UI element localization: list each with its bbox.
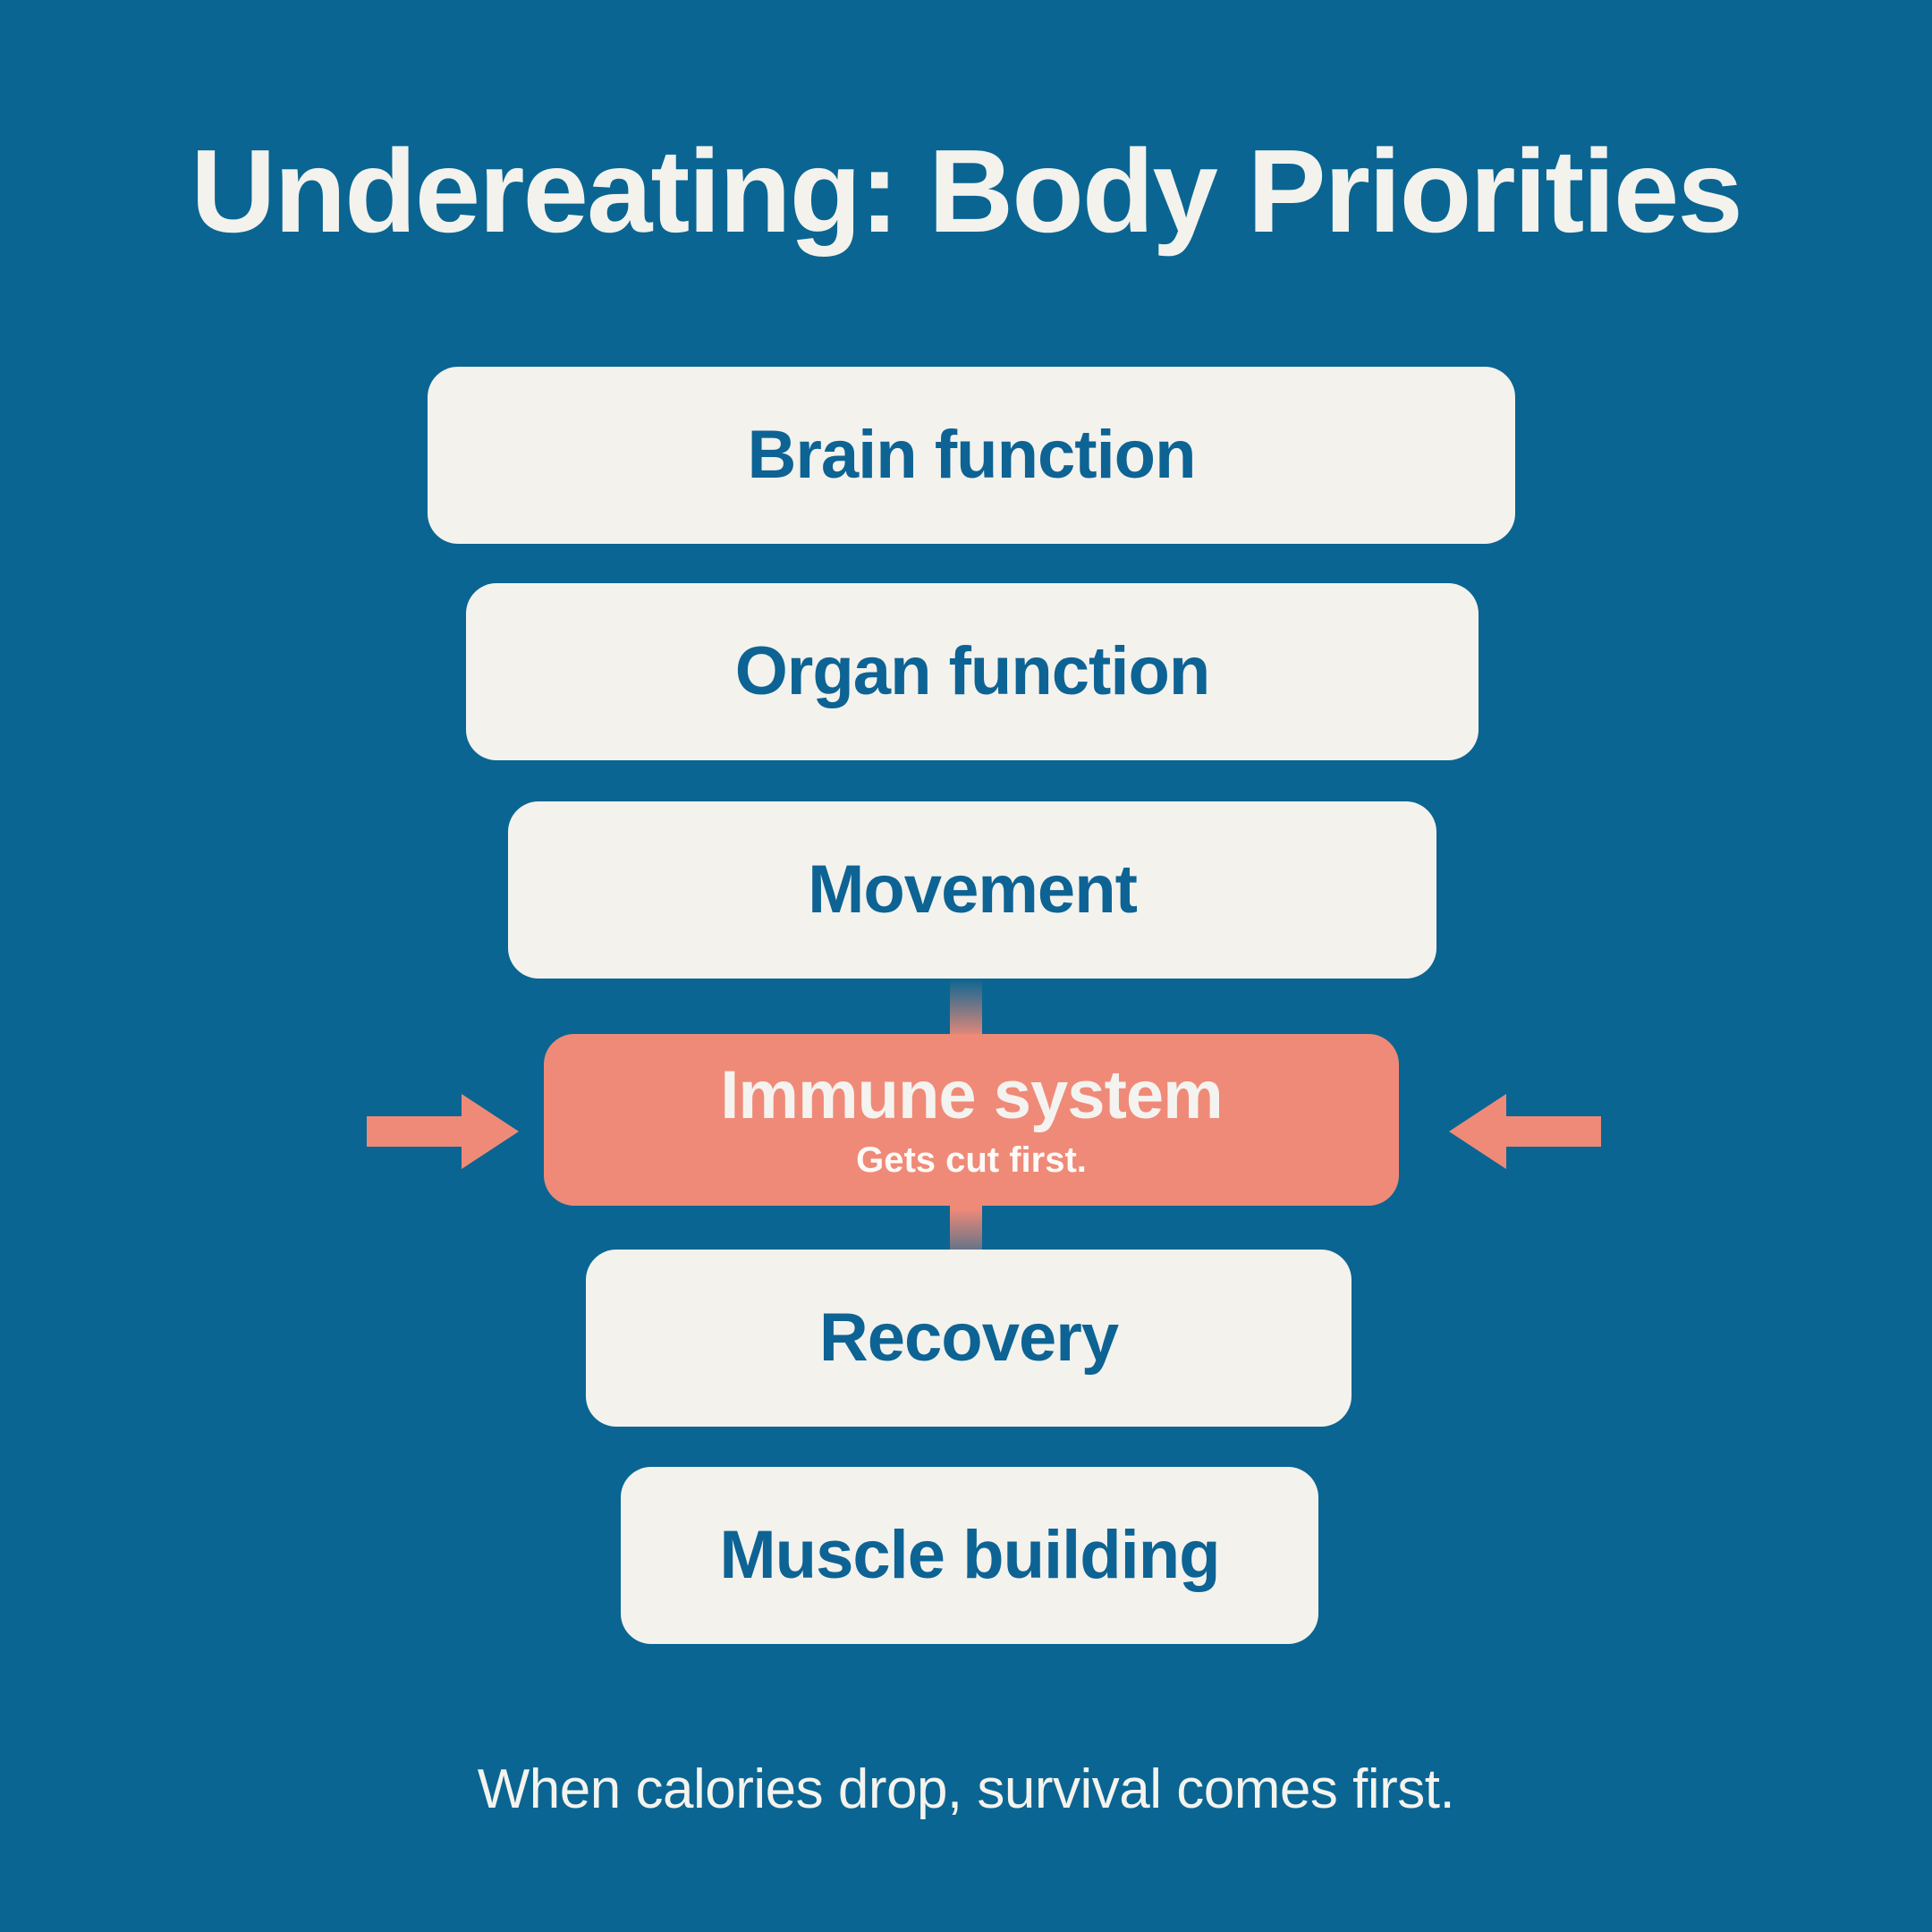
priority-card-label: Recovery — [818, 1300, 1119, 1376]
priority-card-label: Brain function — [747, 417, 1196, 493]
footer-caption: When calories drop, survival comes first… — [477, 1758, 1455, 1820]
priority-card-label: Organ function — [734, 633, 1211, 709]
priority-card-movement: Movement — [508, 801, 1436, 979]
priority-card-immune-system: Immune system Gets cut first. — [544, 1034, 1399, 1206]
page-title: Undereating: Body Priorities — [191, 125, 1743, 257]
priority-card-organ-function: Organ function — [466, 583, 1479, 760]
arrow-left-icon — [1449, 1089, 1601, 1174]
priority-card-label: Immune system — [720, 1057, 1223, 1133]
priority-card-recovery: Recovery — [586, 1250, 1352, 1427]
priority-card-muscle-building: Muscle building — [621, 1467, 1318, 1644]
arrow-right-icon — [367, 1089, 519, 1174]
priority-card-brain-function: Brain function — [428, 367, 1515, 544]
priority-card-label: Movement — [808, 852, 1138, 928]
priority-card-sublabel: Gets cut first. — [856, 1140, 1087, 1180]
priority-card-label: Muscle building — [719, 1517, 1220, 1593]
